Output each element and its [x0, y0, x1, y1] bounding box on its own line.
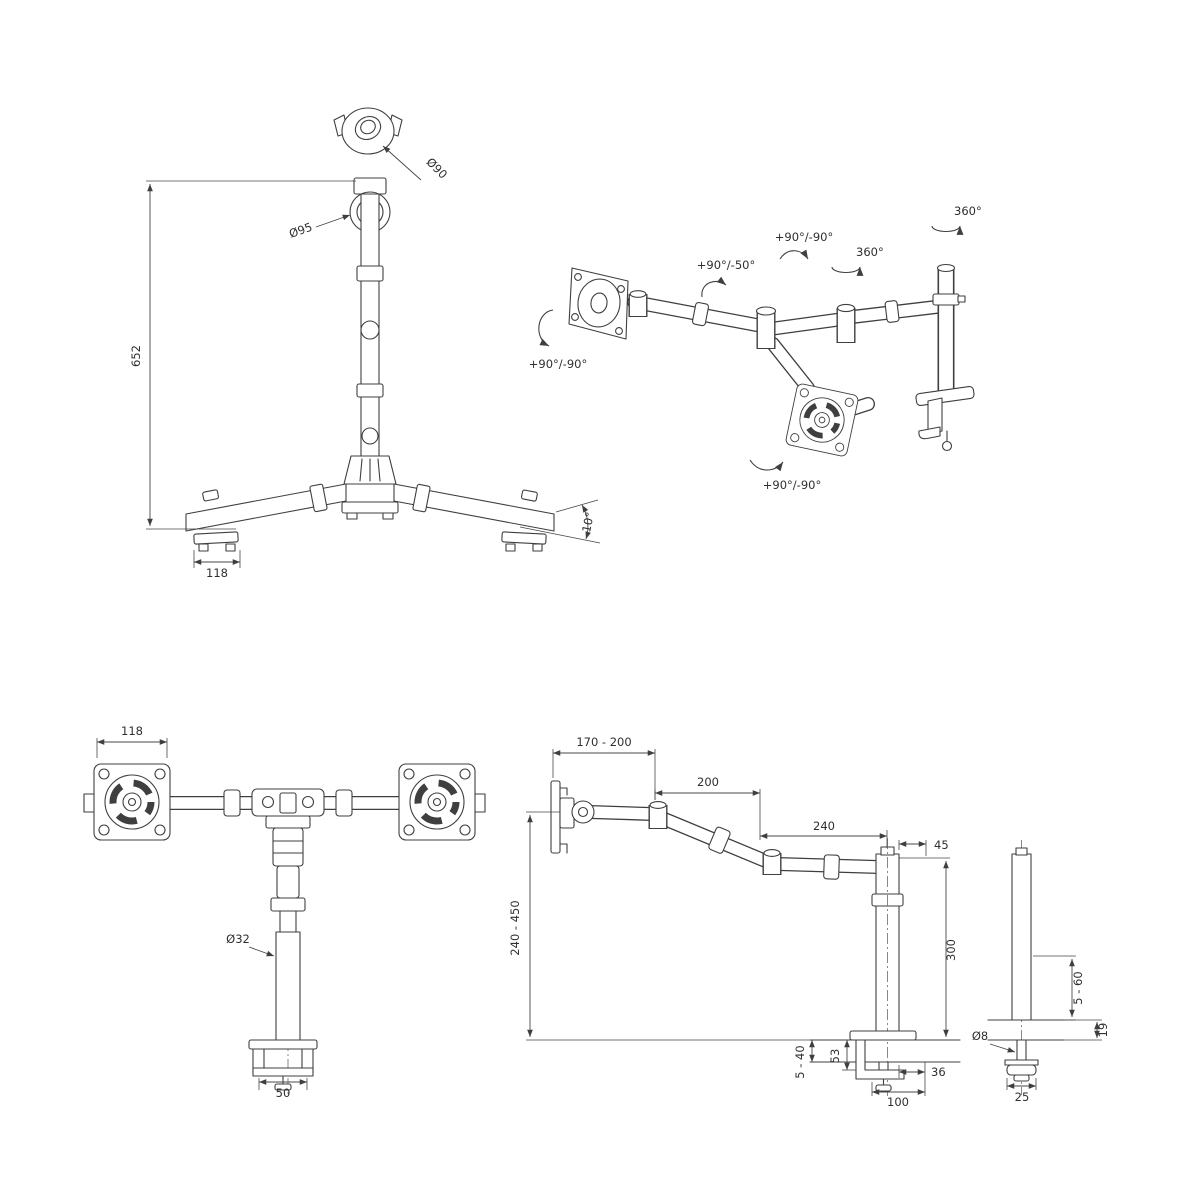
- center-hub: [251, 788, 325, 817]
- grommet-bolt: [1004, 1039, 1039, 1082]
- rot-label-collar: 360°: [856, 245, 884, 259]
- grommet-mount-view: Ø8 5 - 60 19 25: [972, 840, 1110, 1104]
- rot-label-pole: 360°: [954, 204, 982, 218]
- dim-label-bolt-dia: Ø8: [972, 1029, 988, 1043]
- vesa-plate-bottom-iso: [785, 383, 859, 457]
- dim-label-desk-range: 5 - 60: [1071, 971, 1085, 1004]
- dim-label-clamp: 50: [276, 1086, 291, 1100]
- rot-label-head-left: +90°/-90°: [529, 357, 587, 371]
- dim-label-foot: 118: [206, 566, 228, 580]
- vesa-plate-left-iso: [568, 267, 629, 340]
- iso-pole: [932, 263, 966, 400]
- dim-label-clamp-depth: 100: [887, 1095, 909, 1109]
- stand-base: [185, 455, 555, 552]
- dim-label-arm1: 200: [697, 775, 719, 789]
- side-view: 170 - 200 200 240 45 240 - 450 300 53 5 …: [508, 735, 961, 1109]
- dim-label-height-range: 240 - 450: [508, 900, 522, 955]
- front-view: 118 Ø32 50: [83, 724, 486, 1100]
- dim-label-head-depth: 170 - 200: [576, 735, 631, 749]
- dim-label-arm2: 240: [813, 819, 835, 833]
- dim-label-washer: 25: [1015, 1090, 1030, 1104]
- vesa-plate-right-front: [399, 764, 475, 840]
- dim-label-clamp-gap: 53: [828, 1049, 842, 1064]
- desk-clamp-iso: [915, 385, 975, 452]
- dim-label-pole-offset: 45: [934, 838, 949, 852]
- isometric-view: +90°/-90° +90°/-50° +90°/-90° 360° 360° …: [529, 204, 982, 492]
- monitor-bracket-side: [550, 780, 575, 854]
- stand-head: [333, 107, 403, 155]
- side-pole: [871, 838, 904, 1098]
- desk-clamp-front: [248, 1039, 318, 1091]
- rot-label-head-bottom: +90°/-90°: [763, 478, 821, 492]
- vesa-plate-left-front: [94, 764, 170, 840]
- dim-label-pole-joint: Ø95: [287, 220, 314, 241]
- dim-label-pole-dia: Ø32: [226, 932, 250, 946]
- dim-label-plate-thickness: 19: [1096, 1023, 1110, 1038]
- front-pole: [275, 931, 301, 1041]
- vertical-arm: [265, 815, 311, 933]
- grommet-pole: [1011, 853, 1032, 1021]
- stand-front-view: Ø90 Ø95: [129, 107, 601, 580]
- dim-label-pole-height: 300: [944, 939, 958, 961]
- dim-label-height: 652: [129, 345, 143, 367]
- dim-label-top-joint: Ø90: [424, 155, 451, 182]
- dim-label-leg-angle: 10°: [579, 511, 597, 534]
- rot-label-center-pan: +90°/-90°: [775, 230, 833, 244]
- rot-label-center-tilt: +90°/-50°: [697, 258, 755, 272]
- stand-pole: [356, 193, 384, 457]
- dim-label-clamp-foot: 36: [931, 1065, 946, 1079]
- dim-label-vesa: 118: [121, 724, 143, 738]
- dim-label-desk-thickness: 5 - 40: [793, 1045, 807, 1078]
